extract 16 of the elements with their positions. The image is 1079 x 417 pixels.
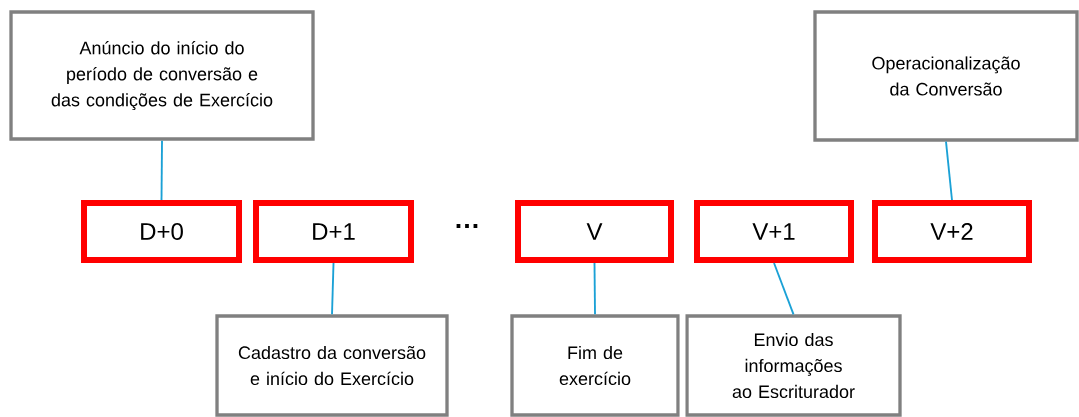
day-box: D+1 xyxy=(253,200,414,263)
note-box: Fim de exercício xyxy=(510,314,680,417)
note-box: Envio das informações ao Escriturador xyxy=(685,314,902,417)
day-box: V+2 xyxy=(872,200,1032,263)
day-box: D+0 xyxy=(81,200,242,263)
connector-line xyxy=(773,262,795,316)
note-box: Anúncio do início do período de conversão e das condições de Exercício xyxy=(9,10,315,141)
note-box: Cadastro da conversão e início do Exercício xyxy=(215,314,449,417)
day-box: V+1 xyxy=(694,200,854,263)
connector-line xyxy=(331,262,335,316)
ellipsis: … xyxy=(456,224,478,228)
day-box: V xyxy=(515,200,674,263)
connector-line xyxy=(160,139,163,201)
connector-line xyxy=(945,140,953,201)
connector-line xyxy=(593,262,596,316)
note-box: Operacionalização da Conversão xyxy=(813,10,1079,142)
